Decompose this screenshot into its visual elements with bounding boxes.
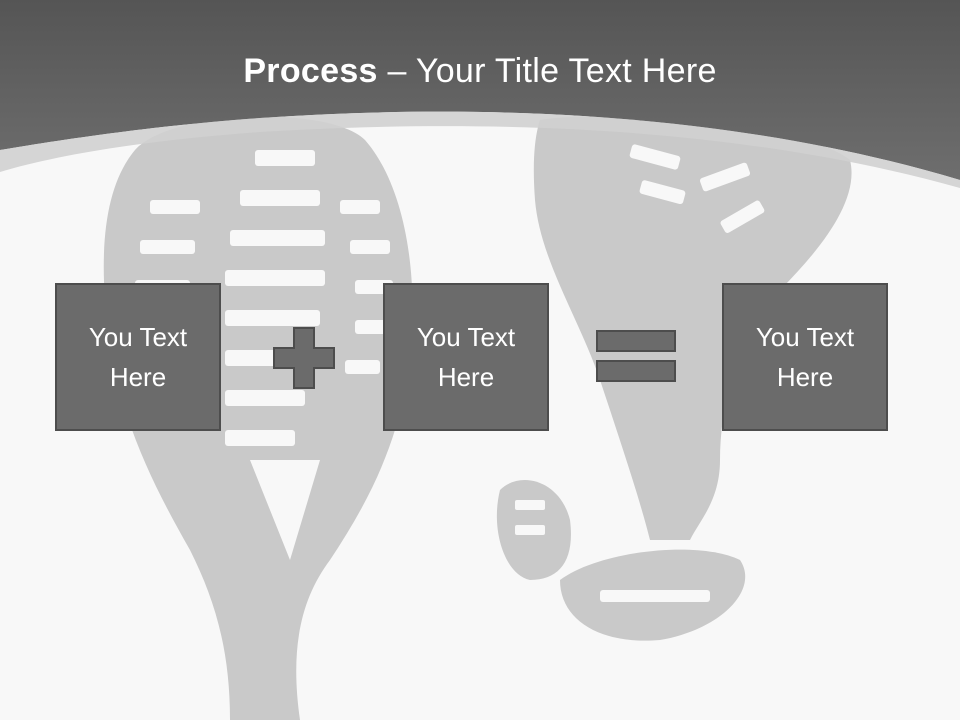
title-dash: – [377,52,416,90]
text-box-2[interactable]: You Text Here [383,283,549,431]
slide-title: Process – Your Title Text Here [0,52,960,91]
text-box-3[interactable]: You Text Here [722,283,888,431]
equals-icon [596,330,676,382]
text-box-3-label: You Text Here [755,322,855,392]
title-bold: Process [243,52,378,90]
text-box-1[interactable]: You Text Here [55,283,221,431]
footprint-right-graphic [496,116,852,641]
text-box-2-label: You Text Here [416,322,516,392]
text-box-1-label: You Text Here [88,322,188,392]
plus-icon [273,327,335,389]
header-band [0,0,960,180]
footprint-left-graphic [103,116,413,720]
title-rest: Your Title Text Here [415,52,717,90]
